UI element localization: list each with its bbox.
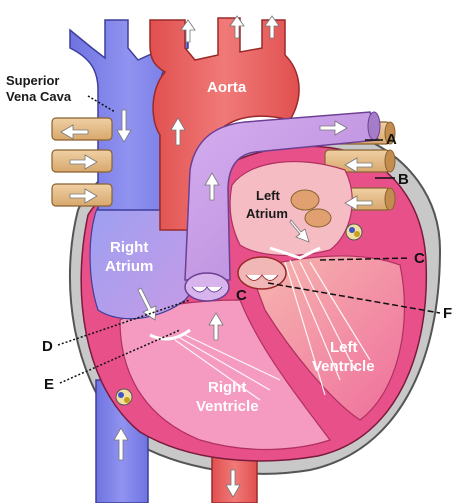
marker-b: B [398,171,409,188]
left-atrium-chamber [229,161,353,257]
sa-node [345,223,363,241]
arrow-pv-b1 [344,157,373,173]
marker-d: D [42,338,53,355]
label-left-ventricle-2: Ventricle [312,358,375,375]
label-aorta: Aorta [207,79,247,96]
pointer-f [267,282,441,314]
arrow-la-down [289,219,310,243]
label-left-ventricle-1: Left [330,339,358,356]
label-right-ventricle-2: Ventricle [196,398,259,415]
arrow-svc-down [116,109,132,143]
arrow-pulm-up [204,172,220,201]
arrow-ra-down [137,287,157,321]
pointer-d [57,299,191,346]
tricuspid-valve [149,328,191,341]
arrow-pv-left2 [69,154,98,170]
marker-a: A [386,131,397,148]
arrow-aorta-left-up [170,117,186,146]
marker-f: F [443,305,452,322]
left-ventricle-chamber [249,255,405,421]
label-superior: Superior [6,73,59,88]
aortic-valve [237,256,287,290]
arrow-rv-up [208,312,224,341]
label-right-ventricle-1: Right [208,379,246,396]
arrow-aorta-top1 [180,19,196,43]
pulmonary-artery [184,111,381,281]
arrow-pv-left3 [69,188,98,204]
av-node [115,388,133,406]
arrow-pv-left1 [60,124,89,140]
pulmonary-valve [184,272,230,302]
label-right-atrium-2: Atrium [105,258,153,275]
arrow-pv-b2 [344,195,373,211]
flow-arrows [60,15,373,498]
marker-c-right: C [414,250,425,267]
pointer-svc [87,95,116,113]
mitral-valve [269,246,321,260]
arrow-aorta-top2 [229,15,245,39]
pointer-lines [57,95,441,384]
label-right-atrium-1: Right [110,239,148,256]
arrow-aorta-down [225,469,241,498]
pointer-c [319,257,411,261]
pointer-e [59,329,181,384]
chordae-tendineae [174,259,371,401]
arrow-pulm-right [319,120,348,136]
arrow-aorta-top3 [264,15,280,39]
marker-e: E [44,376,54,393]
arrow-ivc-up [113,427,129,461]
label-left-atrium-2: Atrium [246,206,288,221]
marker-c-inner: C [236,287,247,304]
label-vena-cava: Vena Cava [6,89,72,104]
label-left-atrium-1: Left [256,188,281,203]
